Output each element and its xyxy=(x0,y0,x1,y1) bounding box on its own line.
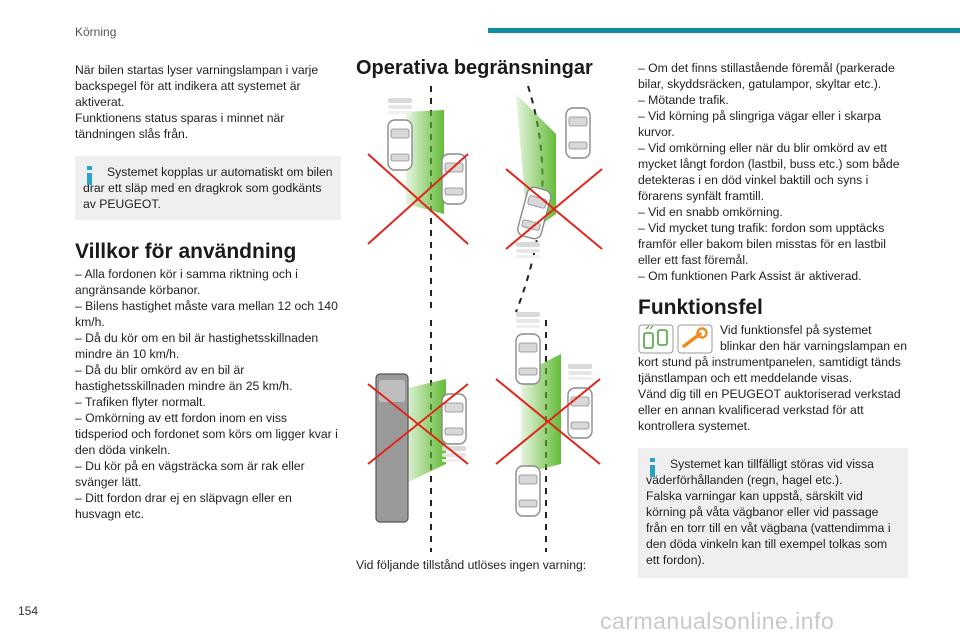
fault-text: Vid funktionsfel på systemet blinkar den… xyxy=(638,323,907,385)
info-box: Systemet kan tillfälligt störas vid viss… xyxy=(638,448,908,578)
scenario-long-vehicle xyxy=(367,320,469,552)
illustration-caption: Vid följande tillstånd utlöses ingen var… xyxy=(356,558,587,572)
list-item: – Vid omkörning eller när du blir omkörd… xyxy=(638,141,900,203)
fault-block: Vid funktionsfel på systemet blinkar den… xyxy=(638,322,908,434)
list-item: – Vid körning på slingriga vägar eller i… xyxy=(638,109,881,139)
info-icon xyxy=(87,166,92,185)
intro-paragraph: Funktionens status sparas i minnet när t… xyxy=(75,111,285,141)
list-item: – Om det finns stillastående föremål (pa… xyxy=(638,61,895,91)
section-heading-villkor: Villkor för användning xyxy=(75,240,297,263)
watermark: carmanualsonline.info xyxy=(600,608,835,634)
list-item: – Om funktionen Park Assist är aktiverad… xyxy=(638,269,862,283)
info-box: Systemet kopplas ur automatiskt om bilen… xyxy=(75,156,341,220)
page-number: 154 xyxy=(18,604,39,618)
blind-spot-warning-icon xyxy=(638,324,674,354)
info-text: Systemet kan tillfälligt störas vid viss… xyxy=(646,457,874,487)
section-label: Körning xyxy=(75,25,117,39)
list-item: – Vid en snabb omkörning. xyxy=(638,205,783,219)
blind-spot-illustration xyxy=(367,85,603,552)
scenario-sharp-curve xyxy=(505,85,603,313)
info-text: Systemet kopplas ur automatiskt om bilen… xyxy=(83,165,333,211)
scenario-parked-vehicle xyxy=(367,86,469,314)
list-item: – Mötande trafik. xyxy=(638,93,729,107)
intro-paragraph: När bilen startas lyser varningslampan i… xyxy=(75,63,319,109)
warning-lamps xyxy=(638,324,713,354)
section-heading-funktionsfel: Funktionsfel xyxy=(638,296,763,319)
list-item: – Vid mycket tung trafik: fordon som upp… xyxy=(638,221,886,267)
section-heading-operativa: Operativa begränsningar xyxy=(356,57,593,79)
info-icon xyxy=(650,458,655,477)
list-item: – Då du blir omkörd av en bil är hastigh… xyxy=(75,363,293,393)
list-item: – Du kör på en vägsträcka som är rak ell… xyxy=(75,459,305,489)
column-right: – Om det finns stillastående föremål (pa… xyxy=(638,60,908,578)
header-accent-bar xyxy=(488,28,960,33)
service-wrench-icon xyxy=(677,324,713,354)
list-item: – Bilens hastighet måste vara mellan 12 … xyxy=(75,299,338,329)
list-item: – Ditt fordon drar ej en släpvagn eller … xyxy=(75,491,292,521)
scenario-fast-overtaking xyxy=(495,312,601,552)
info-text: Falska varningar kan uppstå, särskilt vi… xyxy=(646,489,891,567)
list-item: – Då du kör om en bil är hastighetsskill… xyxy=(75,331,319,361)
list-item: – Trafiken flyter normalt. xyxy=(75,395,206,409)
list-item: – Omkörning av ett fordon inom en viss t… xyxy=(75,411,338,457)
list-item: – Alla fordonen kör i samma riktning och… xyxy=(75,267,298,297)
column-left: När bilen startas lyser varningslampan i… xyxy=(75,62,341,522)
fault-text: Vänd dig till en PEUGEOT auktoriserad ve… xyxy=(638,387,901,433)
